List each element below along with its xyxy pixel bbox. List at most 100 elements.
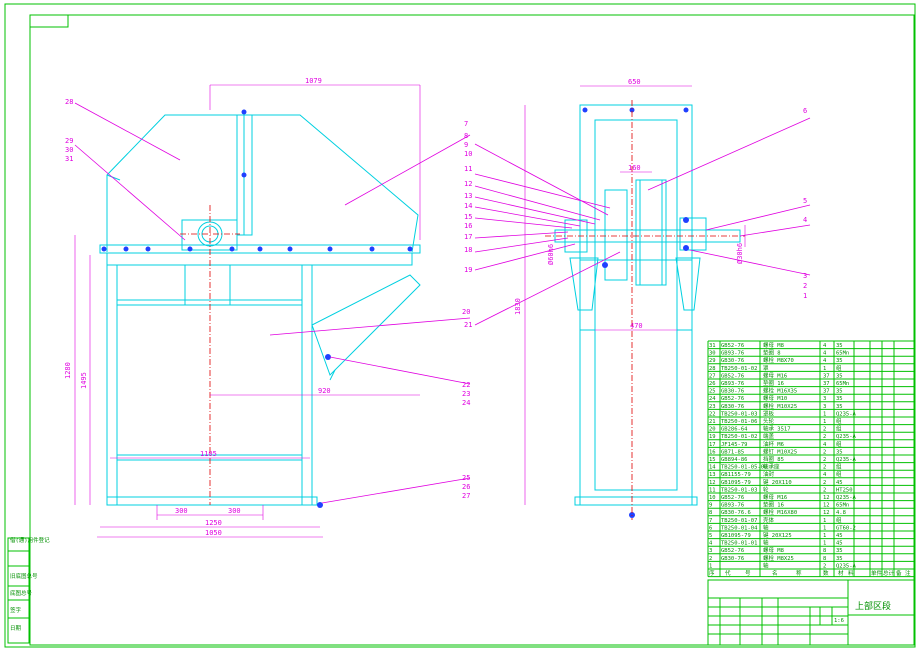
bom-std: TB250-01-04	[721, 525, 758, 531]
bom-qty: 8	[823, 556, 826, 562]
front-view	[99, 109, 421, 508]
bom-name: 罩	[763, 365, 769, 372]
bom-no: 13	[709, 472, 716, 478]
bom-material: 45	[836, 533, 843, 539]
balloon-6: 6	[803, 107, 807, 115]
bom-name: 螺母 M16	[763, 371, 787, 379]
bom-no: 11	[709, 487, 716, 493]
bom-std: GB52-76	[721, 343, 744, 349]
bom-qty: 2	[823, 480, 826, 486]
dim-650: 650	[628, 78, 641, 86]
side-view	[545, 100, 745, 520]
bom-std: TB250-01-03	[721, 487, 757, 493]
bom-no: 8	[709, 510, 712, 516]
bom-std: GB30-76	[721, 556, 744, 562]
bom-name: 垫圈 16	[763, 501, 784, 509]
bom-std: TB250-01-02	[721, 434, 757, 440]
bom-qty: 2	[823, 465, 826, 471]
bom-name: 轴	[763, 539, 769, 547]
bom-material: 组	[836, 440, 842, 448]
bom-material: Q235-A	[836, 563, 857, 569]
bom-std: GB30-76	[721, 389, 744, 395]
dim-phi30: Ø30h6	[736, 243, 744, 264]
bom-std: TB250-01-07	[721, 518, 757, 524]
outer-border	[4, 3, 916, 648]
balloon-16: 16	[464, 222, 472, 230]
dim-phi60: Ø60h6	[547, 244, 555, 265]
bom-name: 螺栓 M8X70	[763, 356, 794, 364]
bom-std: GB52-76	[721, 495, 744, 501]
balloon-20: 20	[462, 308, 470, 316]
bom-no: 30	[709, 351, 716, 357]
bom-material: 35	[836, 373, 843, 379]
bom-header-cell: 备	[896, 569, 902, 577]
bom-header-cell: 名	[772, 569, 778, 577]
dim-1105: 1105	[200, 450, 217, 458]
dim-1079: 1079	[305, 77, 322, 85]
bom-name: 端盖	[763, 432, 775, 440]
bom-material: 35	[836, 449, 843, 455]
bom-no: 17	[709, 442, 716, 448]
balloon-17: 17	[464, 233, 472, 241]
balloon-28: 28	[65, 98, 73, 106]
bom-name: 键 20X110	[763, 478, 792, 486]
bom-header-cell: 称	[796, 569, 802, 577]
bom-qty: 1	[823, 419, 826, 425]
bom-no: 2	[709, 556, 712, 562]
bom-name: 罩板	[763, 409, 775, 417]
bom-no: 27	[709, 373, 716, 379]
bom-material: 组	[836, 470, 842, 478]
bom-name: 螺母 M10	[763, 394, 787, 402]
balloon-14: 14	[464, 202, 472, 210]
balloon-2: 2	[803, 282, 807, 290]
balloon-13: 13	[464, 192, 472, 200]
strip-label-3: 底图总号	[10, 589, 33, 597]
balloon-5: 5	[803, 197, 807, 205]
balloon-21: 21	[464, 321, 472, 329]
bom-qty: 3	[823, 404, 826, 410]
bom-std: TB250-01-01	[721, 541, 757, 547]
balloon-8: 8	[464, 132, 468, 140]
bom-qty: 1	[823, 525, 826, 531]
corner-box	[29, 14, 69, 28]
balloon-29: 29	[65, 137, 73, 145]
bom-material: 65Mn	[836, 503, 849, 509]
dim-1280: 1280	[64, 362, 72, 379]
bom-header-cell: 注	[905, 569, 911, 577]
bom-material: 35	[836, 343, 843, 349]
bom-std: TB250-01-06	[721, 419, 757, 425]
bom-material: 35	[836, 548, 843, 554]
front-leaders: 28 29 30 31 20 22 23 24 25 26 27	[65, 98, 470, 504]
bom-material: 组	[836, 463, 842, 471]
bom-qty: 1	[823, 533, 826, 539]
bom-no: 15	[709, 457, 716, 463]
bom-std: GB93-76	[721, 381, 744, 387]
balloon-4: 4	[803, 216, 807, 224]
balloon-26: 26	[462, 483, 470, 491]
bom-material: Q235-A	[836, 495, 857, 501]
bom-no: 12	[709, 480, 716, 486]
bom-no: 22	[709, 411, 716, 417]
side-dimensions: 650 470 160 1830 Ø30h6 Ø60h6	[514, 78, 746, 505]
bom-name: 轴	[763, 523, 769, 531]
balloon-25: 25	[462, 474, 470, 482]
bom-material: 35	[836, 404, 843, 410]
bom-qty: 2	[823, 563, 826, 569]
bom-name: 轴	[763, 561, 769, 569]
balloon-31: 31	[65, 155, 73, 163]
bom-qty: 1	[823, 366, 826, 372]
balloon-12: 12	[464, 180, 472, 188]
bom-material: 组	[836, 364, 842, 372]
bom-material: 35	[836, 556, 843, 562]
bom-material: 45	[836, 541, 843, 547]
title-block: 上部区段 1:6	[707, 579, 915, 646]
balloon-27: 27	[462, 492, 470, 500]
balloon-7: 7	[464, 120, 468, 128]
bom-material: 组	[836, 417, 842, 425]
drawing-scale: 1:6	[834, 618, 844, 624]
bom-material: 35	[836, 358, 843, 364]
bom-material: 组	[836, 516, 842, 524]
bom-name: 垫圈 16	[763, 379, 784, 387]
balloon-9: 9	[464, 141, 468, 149]
